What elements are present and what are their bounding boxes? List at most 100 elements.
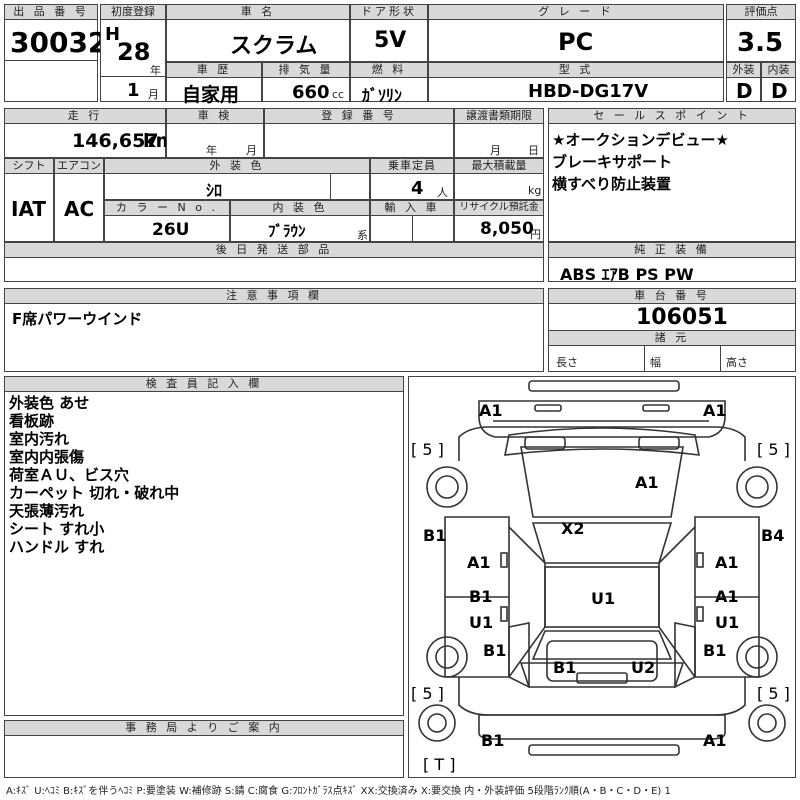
car-name-label: 車 名	[166, 4, 350, 20]
car-name: スクラム	[230, 34, 318, 59]
fuel: ｶﾞｿﾘﾝ	[362, 86, 403, 105]
mark-door-rear-left-b: B1	[469, 587, 493, 606]
mark-hood: A1	[635, 473, 659, 492]
mark-door-rear-right-a: A1	[715, 587, 739, 606]
mileage-label: 走 行	[4, 108, 166, 124]
car-diagram-svg	[418, 380, 786, 756]
exterior-grade: D	[736, 79, 753, 103]
mark-back-left: B1	[553, 658, 577, 677]
tire-fr-rating: [ 5 ]	[757, 440, 790, 459]
mark-quarter-left: B1	[483, 641, 507, 660]
mark-door-rear-left-u: U1	[469, 613, 494, 632]
color-no: 26U	[152, 220, 190, 240]
shift-label: シフト	[4, 158, 54, 174]
inspector-note: 室内内張傷	[9, 448, 85, 466]
lot-section	[4, 4, 98, 102]
history: 自家用	[182, 84, 240, 106]
lot-divider	[4, 60, 98, 61]
chassis-number: 106051	[636, 305, 728, 330]
mark-door-front-right: A1	[715, 553, 739, 572]
mark-fender-left: B1	[423, 526, 447, 545]
first-reg-label: 初度登録	[100, 4, 166, 20]
inspector-notes: 外装色 あせ 看板跡 室内汚れ 室内内張傷 荷室ＡＵ、ビス穴 カーペット 切れ・…	[9, 394, 179, 556]
capacity: 4	[411, 178, 424, 199]
mark-front-bumper-left: A1	[479, 401, 503, 420]
grade: PC	[558, 28, 594, 56]
load-label: 最大積載量	[454, 158, 544, 174]
sales-points-section	[548, 108, 796, 242]
capacity-unit: 人	[437, 186, 448, 199]
shift: IAT	[11, 197, 47, 221]
tire-fl-rating: [ 5 ]	[411, 440, 444, 459]
score: 3.5	[737, 28, 784, 58]
model-label: 型 式	[428, 62, 724, 78]
exterior-grade-label: 外装	[726, 62, 761, 78]
length-label: 長さ	[556, 356, 578, 369]
reg-year: 28	[117, 38, 151, 66]
inspection-label: 車 検	[166, 108, 264, 124]
door-label: ドア形状	[350, 4, 428, 20]
mark-rear-bumper-right: A1	[703, 731, 727, 750]
chassis-label: 車 台 番 号	[548, 288, 796, 304]
spec-label: 諸 元	[548, 330, 796, 346]
ac-label: エアコン	[54, 158, 104, 174]
displacement-label: 排 気 量	[262, 62, 350, 78]
sales-point-2: ブレーキサポート	[552, 153, 673, 171]
registration-label: 登 録 番 号	[264, 108, 454, 124]
sales-points-label: セ ー ル ス ポ イ ン ト	[548, 108, 796, 124]
mark-quarter-right: B1	[703, 641, 727, 660]
lot-number: 30032	[10, 26, 108, 59]
color-no-label: カ ラ ー N o .	[104, 200, 230, 216]
inspector-note: シート すれ小	[9, 520, 105, 538]
grade-label: グ レ ー ド	[428, 4, 724, 20]
office-label: 事 務 局 よ り ご 案 内	[4, 720, 404, 736]
inspection-year-unit: 年	[206, 144, 217, 157]
mark-door-front-left: A1	[467, 553, 491, 572]
inspection-month-unit: 月	[246, 144, 257, 157]
spare-tire-rating: [ T ]	[423, 755, 456, 774]
ac: AC	[64, 197, 95, 221]
era: H	[105, 24, 121, 45]
recycle-unit: 円	[530, 228, 541, 241]
spec-divider-1	[644, 346, 645, 372]
displacement: 660	[292, 82, 330, 103]
mark-back-right: U2	[631, 658, 656, 677]
spec-divider-2	[720, 346, 721, 372]
sales-point-1: ★オークションデビュー★	[552, 131, 729, 149]
transfer-day-unit: 日	[528, 144, 539, 157]
interior-grade-label: 内装	[761, 62, 796, 78]
color: ｼﾛ	[206, 181, 223, 200]
mark-fender-right: B4	[761, 526, 785, 545]
inspector-note: 外装色 あせ	[9, 394, 90, 412]
inspector-note: 室内汚れ	[9, 430, 70, 448]
height-label: 高さ	[726, 356, 748, 369]
inspector-note: 荷室ＡＵ、ビス穴	[9, 466, 130, 484]
first-reg-section	[100, 4, 166, 102]
interior-grade: D	[771, 79, 788, 103]
tire-rl-rating: [ 5 ]	[411, 684, 444, 703]
mark-rear-bumper-left: B1	[481, 731, 505, 750]
import-label: 輸 入 車	[370, 200, 454, 216]
legend: A:ｷｽﾞ U:ﾍｺﾐ B:ｷｽﾞを伴うﾍｺﾐ P:要塗装 W:補修跡 S:錆 …	[6, 786, 671, 797]
width-label: 幅	[650, 356, 661, 369]
recycle-fee: 8,050	[480, 219, 534, 239]
mark-door-rear-right-u: U1	[715, 613, 740, 632]
load-unit: kg	[528, 184, 542, 197]
reg-divider	[100, 76, 166, 77]
car-diagram: [ 5 ] [ 5 ] [ 5 ] [ 5 ] [ T ] A1 A1 A1 X…	[408, 376, 796, 778]
history-label: 車 歴	[166, 62, 262, 78]
lot-label: 出 品 番 号	[4, 4, 98, 20]
recycle-label: リサイクル預託金	[454, 200, 544, 216]
equipment: ABS ｴｱB PS PW	[560, 265, 694, 284]
reg-month: 1	[127, 80, 140, 101]
score-label: 評価点	[726, 4, 796, 20]
capacity-label: 乗車定員	[370, 158, 454, 174]
interior-color: ﾌﾞﾗｳﾝ	[268, 222, 306, 240]
mileage: 146,657	[72, 130, 159, 152]
transfer-month-unit: 月	[490, 144, 501, 157]
later-parts-label: 後 日 発 送 部 品	[4, 242, 544, 258]
fuel-label: 燃 料	[350, 62, 428, 78]
inspector-note: 看板跡	[9, 412, 55, 430]
inspector-label: 検 査 員 記 入 欄	[4, 376, 404, 392]
transfer-label: 譲渡書類期限	[454, 108, 544, 124]
